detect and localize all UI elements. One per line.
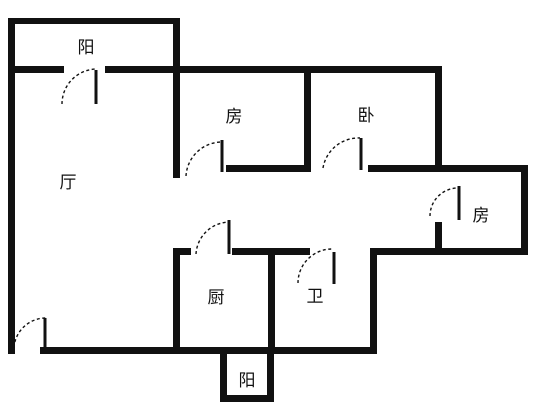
- door-swing-bedroom-1: [185, 141, 223, 177]
- label-bedroom-2: 房: [473, 206, 490, 226]
- wall-outer-left: [8, 18, 15, 354]
- door-swing-bathroom: [297, 248, 333, 284]
- wall-bedroom-1-bottom: [226, 165, 311, 172]
- wall-bedroom-2-left: [435, 222, 442, 255]
- wall-kitchen-top-left: [173, 248, 191, 255]
- label-master-bedroom: 卧: [358, 106, 375, 126]
- label-balcony-bottom: 阳: [239, 371, 256, 391]
- wall-master-bedroom-right: [435, 66, 442, 172]
- wall-bottom: [40, 347, 377, 354]
- door-swing-balcony: [61, 68, 98, 105]
- doors: [13, 68, 461, 354]
- room-labels: 阳 房 卧 厅 房 厨 卫 阳: [60, 38, 490, 391]
- wall-kitchen-bath-divider: [268, 248, 275, 354]
- door-swing-bedroom-2: [429, 187, 459, 217]
- wall-bathroom-right: [370, 248, 377, 354]
- wall-balcony-bottom-right: [267, 347, 274, 402]
- label-bathroom: 卫: [307, 287, 324, 307]
- wall-balcony-bottom-base: [220, 395, 274, 402]
- wall-bedroom-1-right: [304, 66, 311, 172]
- label-living-room: 厅: [60, 173, 77, 193]
- wall-balcony-living-right: [105, 66, 442, 73]
- label-bedroom-1: 房: [226, 107, 243, 127]
- wall-kitchen-left: [173, 248, 180, 354]
- wall-balcony-top: [8, 18, 180, 24]
- walls: [8, 18, 528, 402]
- label-balcony-top: 阳: [78, 38, 95, 58]
- wall-bedroom-2-right: [521, 165, 528, 255]
- wall-balcony-right: [173, 18, 180, 178]
- door-swing-kitchen: [195, 221, 230, 255]
- wall-bedroom-2-bottom: [370, 248, 528, 255]
- label-kitchen: 厨: [208, 288, 225, 308]
- wall-balcony-bottom-left: [220, 347, 227, 402]
- wall-master-bedroom-bottom: [368, 165, 528, 172]
- door-swing-master-bedroom: [322, 137, 361, 169]
- wall-balcony-living-left: [8, 66, 64, 73]
- door-swing-entrance: [13, 317, 47, 354]
